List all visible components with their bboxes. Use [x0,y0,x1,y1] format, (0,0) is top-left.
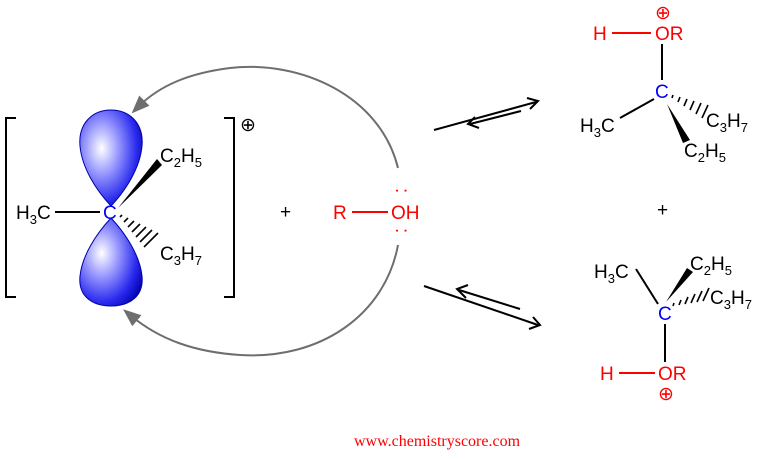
carbocation-charge: ⊕ [240,115,256,136]
carbocation-methyl-label: H3C [16,203,51,227]
product-top-carbon-label: C [655,82,669,103]
bracket-left [5,117,16,298]
curved-arrow-top [131,66,399,169]
equilibrium-arrows-bottom [423,284,542,330]
lone-pair-bottom: : [391,228,412,233]
orbital-lobe-bottom [79,217,143,307]
product-top-charge: ⊕ [655,3,671,24]
product-top-h-label: H [593,24,607,45]
carbocation-propyl-label: C3H7 [160,244,202,268]
curved-arrow-bottom [123,244,399,357]
equilibrium-arrows-top [433,97,540,131]
product-bottom-charge: ⊕ [658,384,674,405]
orbital-lobe-top [79,109,143,207]
plus-sign-right: + [657,200,668,221]
product-top-ethyl-label: C2H5 [684,141,726,165]
wedge-bond-top-ethyl [667,104,690,143]
product-top-or-label: OR [655,24,684,45]
bond-top-methyl [619,98,655,119]
product-bottom-carbon-label: C [658,304,672,325]
product-bottom-or-label: OR [658,364,687,385]
carbocation-carbon-label: C [103,203,117,224]
hash-bond-bottom-propyl [672,287,710,307]
product-top-methyl-label: H3C [580,116,615,140]
plus-sign-left: + [280,202,291,223]
nucleophile-oh-label: OH [391,203,420,224]
bond-bottom-methyl [635,268,659,305]
hash-bond-propyl [119,214,159,248]
product-bottom-ethyl-label: C2H5 [690,254,732,278]
product-bottom-propyl-label: C3H7 [710,288,752,312]
hash-bond-top-propyl [671,94,709,119]
watermark-url: www.chemistryscore.com [354,433,521,450]
wedge-bond-bottom-ethyl [666,268,693,302]
product-top-propyl-label: C3H7 [706,111,748,135]
lone-pair-top: : [391,188,412,193]
wedge-bond-ethyl [118,159,162,208]
carbocation-ethyl-label: C2H5 [160,146,202,170]
product-bottom-h-label: H [600,364,614,385]
nucleophile-r-label: R [333,203,347,224]
product-bottom-methyl-label: H3C [594,262,629,286]
bracket-right [224,117,235,298]
